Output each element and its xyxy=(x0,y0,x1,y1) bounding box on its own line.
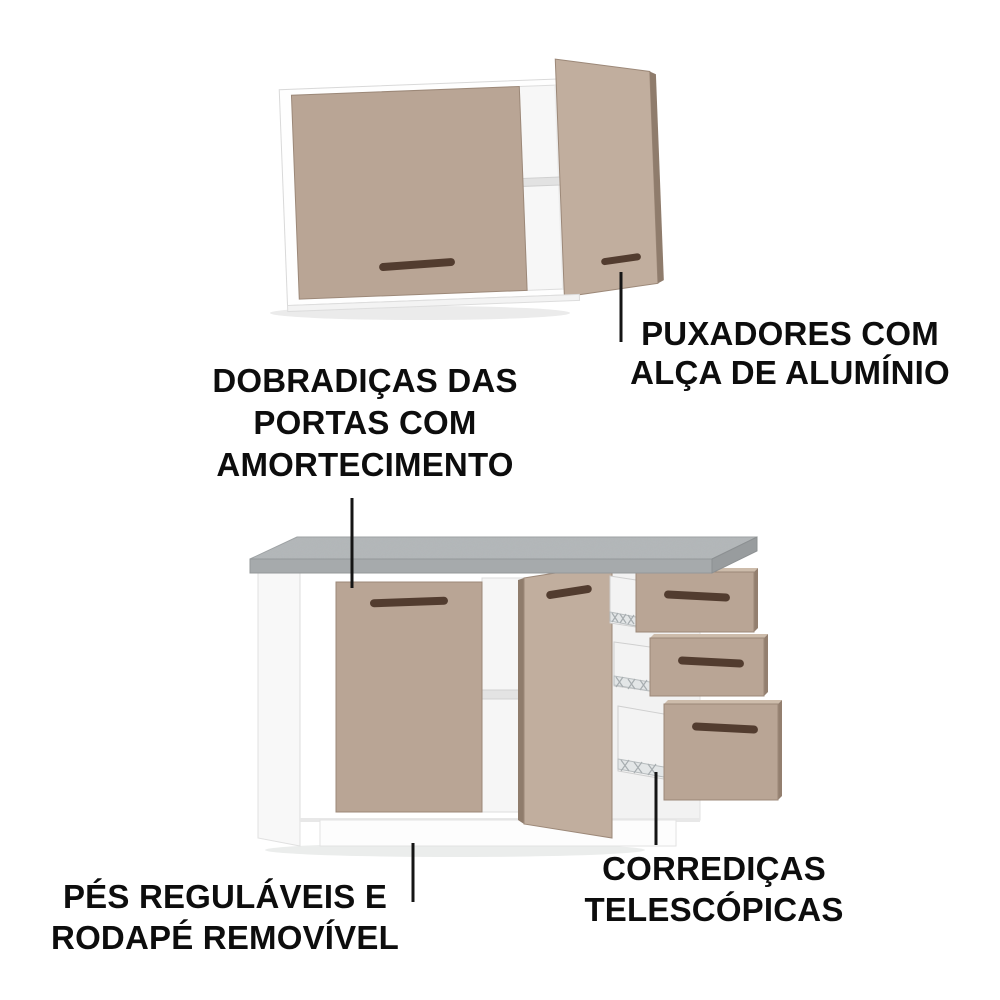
base-cabinet xyxy=(249,536,782,847)
callout-feet-line1: PÉS REGULÁVEIS E xyxy=(62,878,388,915)
callout-handles: PUXADORES COM ALÇA DE ALUMÍNIO xyxy=(622,314,958,392)
removable-plinth xyxy=(319,819,677,847)
wall-open-door-edge xyxy=(649,71,664,284)
callout-hinges: DOBRADIÇAS DAS PORTAS COM AMORTECIMENTO xyxy=(200,360,530,486)
callout-slides-line1: CORREDIÇAS xyxy=(602,850,826,887)
callout-hinges-line1: DOBRADIÇAS DAS xyxy=(212,362,518,399)
countertop-side-edge xyxy=(711,536,758,574)
base-open-door xyxy=(523,563,613,839)
base-left-door xyxy=(335,581,483,813)
wall-cabinet-left-door xyxy=(290,85,528,300)
callout-feet: PÉS REGULÁVEIS E RODAPÉ REMOVÍVEL xyxy=(35,876,415,958)
drawer-b-right-edge xyxy=(764,634,768,696)
wall-cabinet-bottom-board xyxy=(287,293,581,313)
drawer-c-front xyxy=(663,703,779,801)
callout-handles-line2: ALÇA DE ALUMÍNIO xyxy=(630,354,950,391)
callout-hinges-line2: PORTAS COM xyxy=(253,404,477,441)
base-left-door-handle xyxy=(370,596,448,608)
drawer-c-handle xyxy=(692,722,758,734)
callout-slides-line2: TELESCÓPICAS xyxy=(584,891,844,928)
drawer-a-right-edge xyxy=(754,568,758,632)
base-open-door-handle xyxy=(546,585,592,599)
drawer-c-top-edge xyxy=(664,700,782,704)
drawer-a-slide-crosses xyxy=(611,612,635,625)
wall-left-door-handle xyxy=(379,258,455,272)
wall-cabinet xyxy=(278,58,664,313)
drawer-c-slide-crosses xyxy=(620,759,657,776)
countertop-texture xyxy=(250,537,757,559)
drawer-c-right-edge xyxy=(778,700,782,800)
drawer-b-front xyxy=(649,637,765,697)
base-open-door-edge xyxy=(518,578,524,824)
wall-open-door-handle xyxy=(601,253,641,266)
drawer-b-top-edge xyxy=(650,634,768,638)
drawer-b-handle xyxy=(678,656,744,668)
callout-slides: CORREDIÇAS TELESCÓPICAS xyxy=(563,848,865,930)
drawer-a-front xyxy=(635,571,755,633)
callout-feet-line2: RODAPÉ REMOVÍVEL xyxy=(51,919,399,956)
drawer-b-slide-crosses xyxy=(615,676,648,691)
drawer-a-handle xyxy=(664,590,730,602)
callout-handles-line1: PUXADORES COM xyxy=(641,315,939,352)
countertop-front-edge xyxy=(249,558,713,574)
callout-hinges-line3: AMORTECIMENTO xyxy=(216,446,514,483)
base-cabinet-left-side xyxy=(257,571,301,847)
